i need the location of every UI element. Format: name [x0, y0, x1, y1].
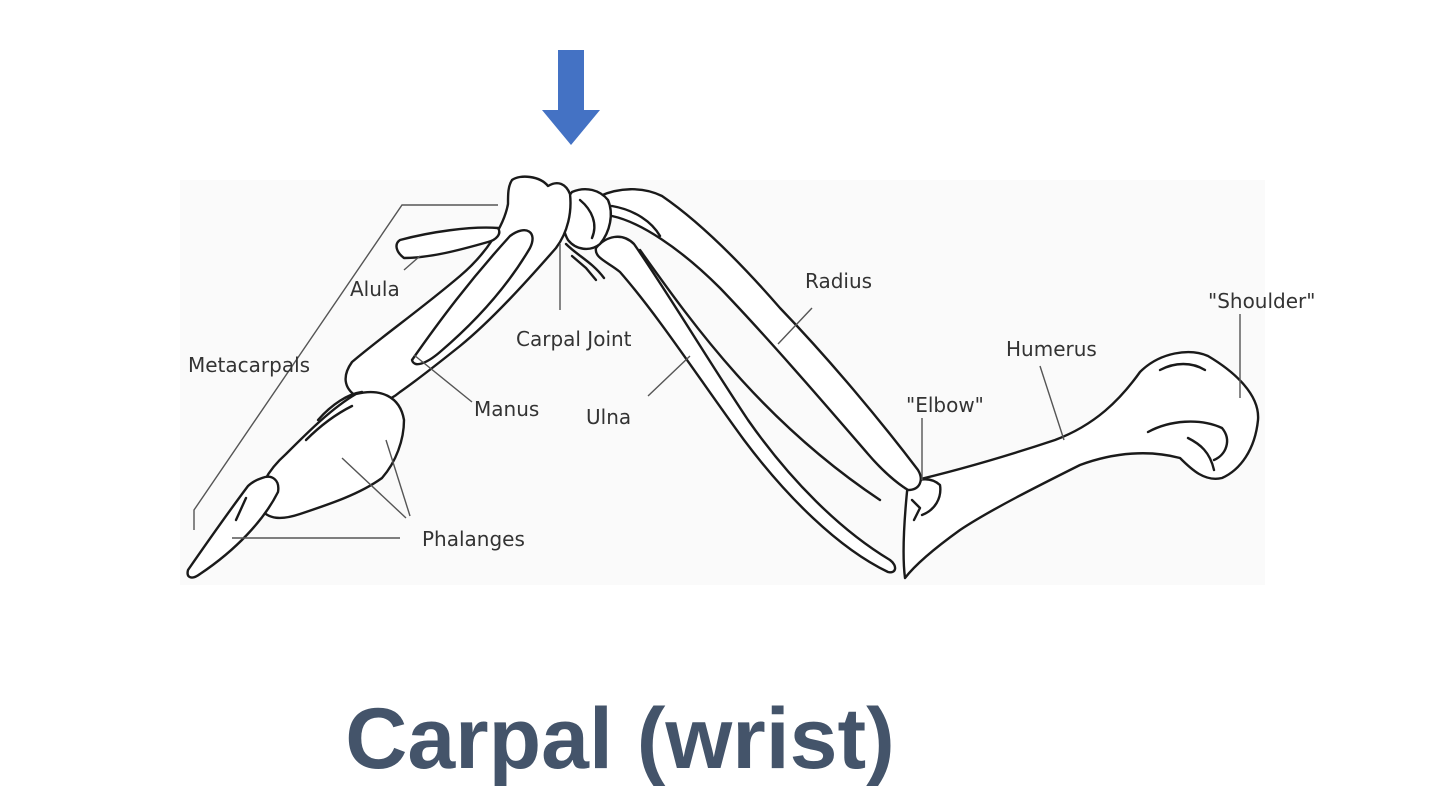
label-manus: Manus — [474, 397, 539, 421]
down-arrow-icon — [542, 50, 600, 145]
label-radius: Radius — [805, 269, 872, 293]
label-alula: Alula — [350, 277, 400, 301]
phalanges-bone — [258, 390, 406, 520]
humerus-bone — [902, 350, 1260, 580]
leader-lines — [193, 204, 1241, 539]
label-shoulder: "Shoulder" — [1208, 289, 1315, 313]
label-carpal-joint: Carpal Joint — [516, 327, 632, 351]
label-elbow: "Elbow" — [906, 393, 984, 417]
ulna-bone — [594, 235, 897, 574]
label-phalanges: Phalanges — [422, 527, 525, 551]
label-humerus: Humerus — [1006, 337, 1097, 361]
wing-bones — [186, 175, 1260, 580]
label-metacarpals: Metacarpals — [188, 353, 310, 377]
labels: Alula Metacarpals Carpal Joint Manus Uln… — [188, 269, 1315, 551]
radius-bone — [596, 188, 922, 492]
alula-bone — [395, 226, 501, 260]
label-ulna: Ulna — [586, 405, 631, 429]
slide-caption: Carpal (wrist) — [345, 691, 895, 787]
